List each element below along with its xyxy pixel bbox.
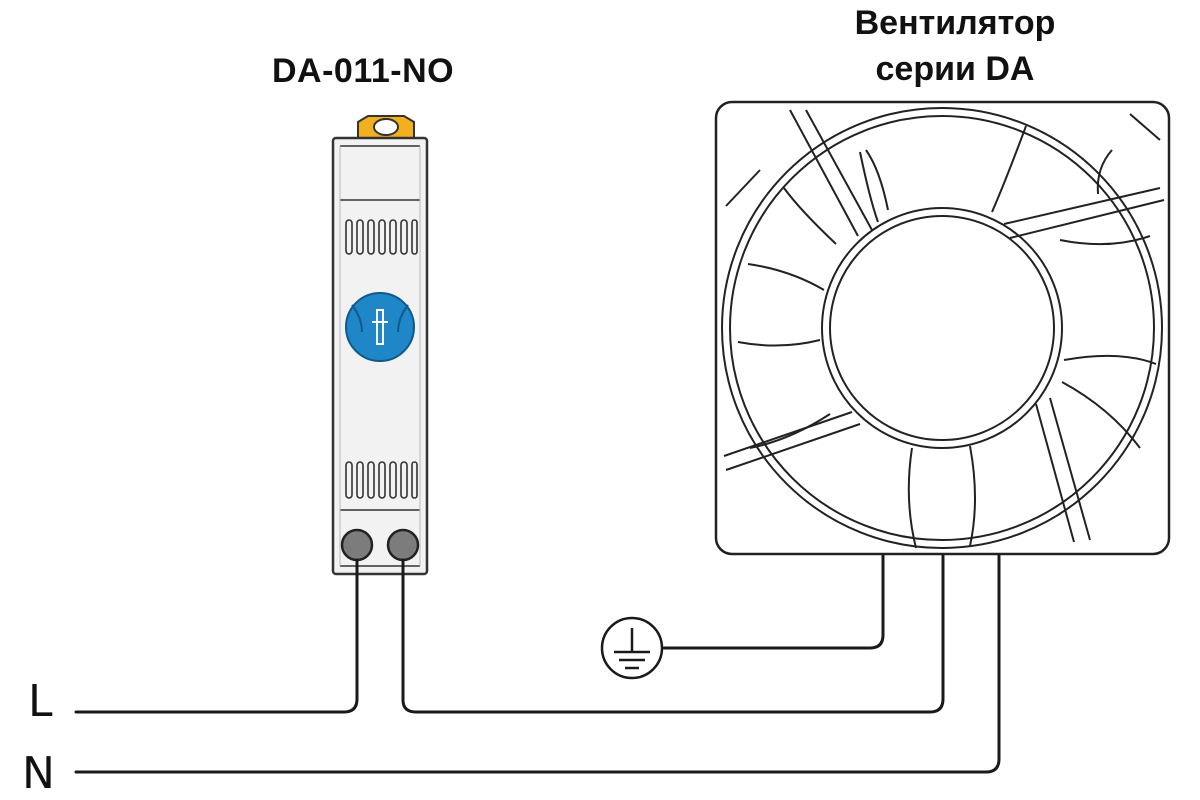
fan-blades — [737, 125, 1157, 549]
ground-icon — [600, 616, 664, 680]
fan-label: Вентилятор серии DA — [800, 0, 1110, 92]
terminal-right — [386, 528, 420, 562]
terminal-left — [340, 528, 374, 562]
bottom-vents — [345, 461, 418, 499]
wire-neutral — [74, 554, 1001, 774]
top-vents — [345, 219, 418, 255]
neutral-line-label: N — [22, 748, 55, 799]
din-clip — [357, 115, 415, 139]
thermostat-model-label: DA-011-NO — [272, 52, 455, 90]
wire-live-in — [74, 558, 359, 714]
thermostat-device — [331, 115, 429, 576]
fan-device — [714, 100, 1171, 556]
fan-struts — [723, 109, 1165, 543]
wire-ground — [662, 554, 885, 650]
fan-label-line2: серии DA — [875, 50, 1035, 88]
temperature-dial — [345, 292, 415, 362]
live-line-label: L — [28, 676, 53, 727]
wire-switched-to-fan — [401, 554, 945, 714]
wiring — [74, 554, 1001, 774]
fan-label-line1: Вентилятор — [854, 4, 1056, 42]
